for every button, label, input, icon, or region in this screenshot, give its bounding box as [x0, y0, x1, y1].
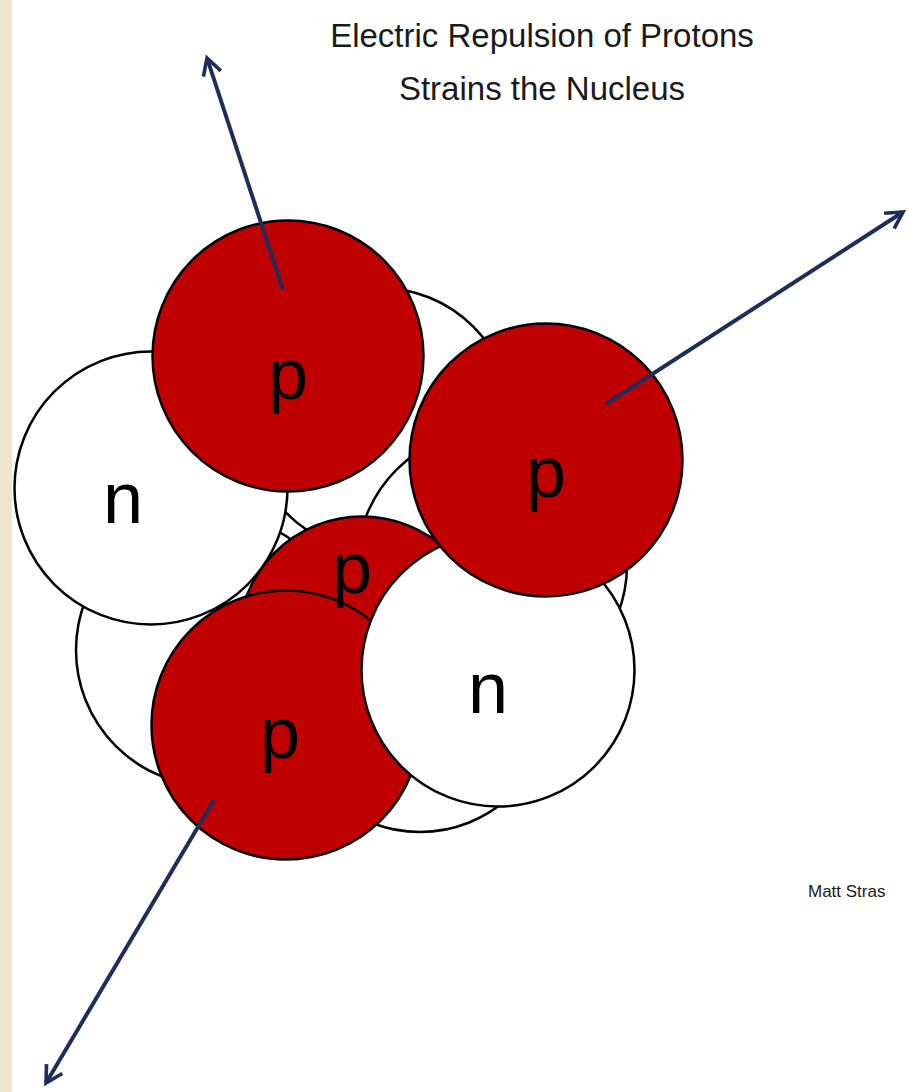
particle-label: p [268, 338, 308, 410]
force-arrow [46, 800, 214, 1083]
force-arrow [606, 212, 903, 404]
particle-label: n [103, 462, 143, 534]
sphere-circle [410, 324, 683, 597]
particle-label: n [468, 652, 508, 724]
sphere-circle [153, 221, 424, 492]
page-border [0, 0, 12, 1092]
particle-label: p [332, 532, 372, 604]
proton-sphere: p [408, 322, 684, 598]
force-arrow [207, 58, 283, 290]
diagram-title: Electric Repulsion of Protons Strains th… [282, 9, 802, 115]
particle-label: p [526, 436, 566, 508]
particle-label: p [260, 697, 300, 769]
proton-sphere: p [151, 219, 425, 493]
credit-label: Matt Stras [808, 882, 885, 902]
